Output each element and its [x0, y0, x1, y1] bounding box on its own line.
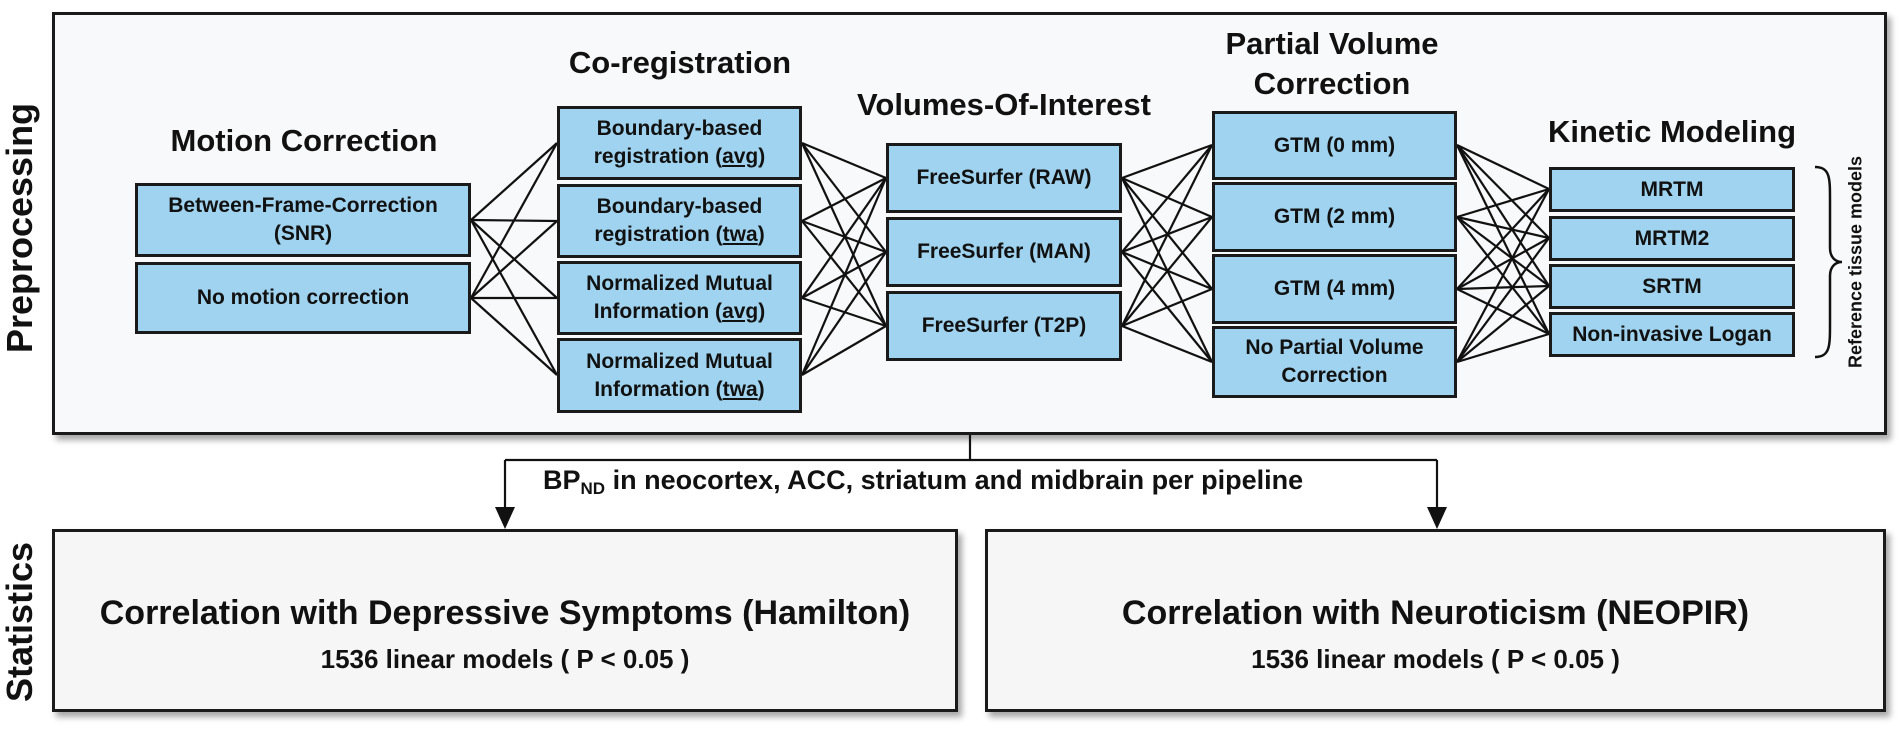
statistics-label: Statistics	[0, 541, 40, 703]
box-line: )	[757, 377, 765, 401]
coreg-option-bbr-twa: Boundary-based registration (twa)	[557, 184, 802, 258]
coregistration-title: Co-registration	[568, 45, 792, 80]
preprocessing-label: Preprocessing	[0, 102, 40, 354]
box-line: Boundary-based	[596, 195, 763, 218]
box-line: )	[758, 300, 766, 323]
box-line: No Partial Volume	[1245, 336, 1424, 359]
stats-panel-depression: Correlation with Depressive Symptoms (Ha…	[52, 529, 958, 712]
voi-option-raw: FreeSurfer (RAW)	[886, 143, 1122, 213]
pvc-title: Partial Volume Correction	[1225, 24, 1438, 104]
pvc-title-line2: Correction	[1253, 66, 1411, 101]
kinetic-option-logan: Non-invasive Logan	[1549, 312, 1795, 357]
box-line: FreeSurfer (RAW)	[916, 166, 1092, 189]
stats-subtitle-neuroticism: 1536 linear models ( P < 0.05 )	[1251, 644, 1620, 674]
box-line: Between-Frame-Correction	[168, 194, 438, 217]
motion-option-between-frame: Between-Frame-Correction (SNR)	[135, 183, 471, 257]
underlined-word: avg	[722, 145, 759, 168]
pvc-option-gtm-0: GTM (0 mm)	[1212, 111, 1457, 180]
box-line: Normalized Mutual	[586, 349, 773, 373]
stats-panel-neuroticism: Correlation with Neuroticism (NEOPIR) 15…	[985, 529, 1886, 712]
pvc-option-gtm-4: GTM (4 mm)	[1212, 254, 1457, 324]
voi-option-man: FreeSurfer (MAN)	[886, 217, 1122, 287]
stats-subtitle-depression: 1536 linear models ( P < 0.05 )	[320, 644, 690, 674]
box-line: )	[757, 223, 765, 246]
arrow-down-icon	[1427, 507, 1447, 529]
box-line: )	[758, 145, 766, 168]
box-line: Boundary-based	[596, 117, 763, 140]
flow-label-subscript: ND	[580, 479, 606, 498]
box-line: FreeSurfer (T2P)	[921, 314, 1087, 337]
box-line: GTM (4 mm)	[1273, 277, 1396, 300]
box-line: Information (	[593, 300, 723, 323]
pvc-option-gtm-2: GTM (2 mm)	[1212, 182, 1457, 252]
box-line: Non-invasive Logan	[1572, 322, 1772, 346]
kinetic-option-srtm: SRTM	[1549, 264, 1795, 309]
coreg-option-nmi-twa: Normalized Mutual Information (twa)	[557, 338, 802, 413]
voi-option-t2p: FreeSurfer (T2P)	[886, 291, 1122, 361]
flow-label-rest: in neocortex, ACC, striatum and midbrain…	[605, 465, 1304, 495]
kinetic-option-mrtm2: MRTM2	[1549, 216, 1795, 261]
box-line: registration (	[594, 223, 723, 246]
arrow-down-icon	[495, 507, 515, 529]
underlined-word: twa	[722, 223, 758, 246]
box-line: (SNR)	[273, 222, 333, 245]
box-line: registration (	[593, 145, 723, 168]
coreg-option-bbr-avg: Boundary-based registration (avg)	[557, 106, 802, 180]
motion-correction-title: Motion Correction	[170, 123, 438, 158]
stats-title-depression: Correlation with Depressive Symptoms (Ha…	[99, 594, 911, 632]
box-line: FreeSurfer (MAN)	[917, 240, 1091, 263]
stats-title-neuroticism: Correlation with Neuroticism (NEOPIR)	[1121, 594, 1750, 632]
motion-option-none: No motion correction	[135, 262, 471, 334]
box-line: No motion correction	[196, 286, 410, 309]
box-line: Correction	[1281, 364, 1388, 387]
box-line: MRTM2	[1634, 226, 1710, 250]
box-line: SRTM	[1642, 274, 1702, 298]
box-line: GTM (2 mm)	[1273, 205, 1396, 228]
box-line: Information (	[594, 377, 723, 401]
pvc-title-line1: Partial Volume	[1225, 26, 1439, 61]
box-line: Normalized Mutual	[586, 272, 773, 295]
coreg-option-nmi-avg: Normalized Mutual Information (avg)	[557, 261, 802, 335]
box-line: GTM (0 mm)	[1273, 133, 1396, 157]
kinetic-option-mrtm: MRTM	[1549, 167, 1795, 212]
pvc-option-none: No Partial Volume Correction	[1212, 326, 1457, 398]
underlined-word: twa	[722, 377, 758, 401]
flow-label: BPND in neocortex, ACC, striatum and mid…	[543, 465, 1303, 499]
reference-tissue-label: Reference tissue models	[1845, 155, 1866, 369]
voi-title: Volumes-Of-Interest	[857, 87, 1151, 122]
flow-label-prefix: BP	[543, 465, 581, 495]
underlined-word: avg	[722, 300, 759, 323]
kinetic-title: Kinetic Modeling	[1548, 114, 1796, 149]
box-line: MRTM	[1640, 177, 1704, 201]
